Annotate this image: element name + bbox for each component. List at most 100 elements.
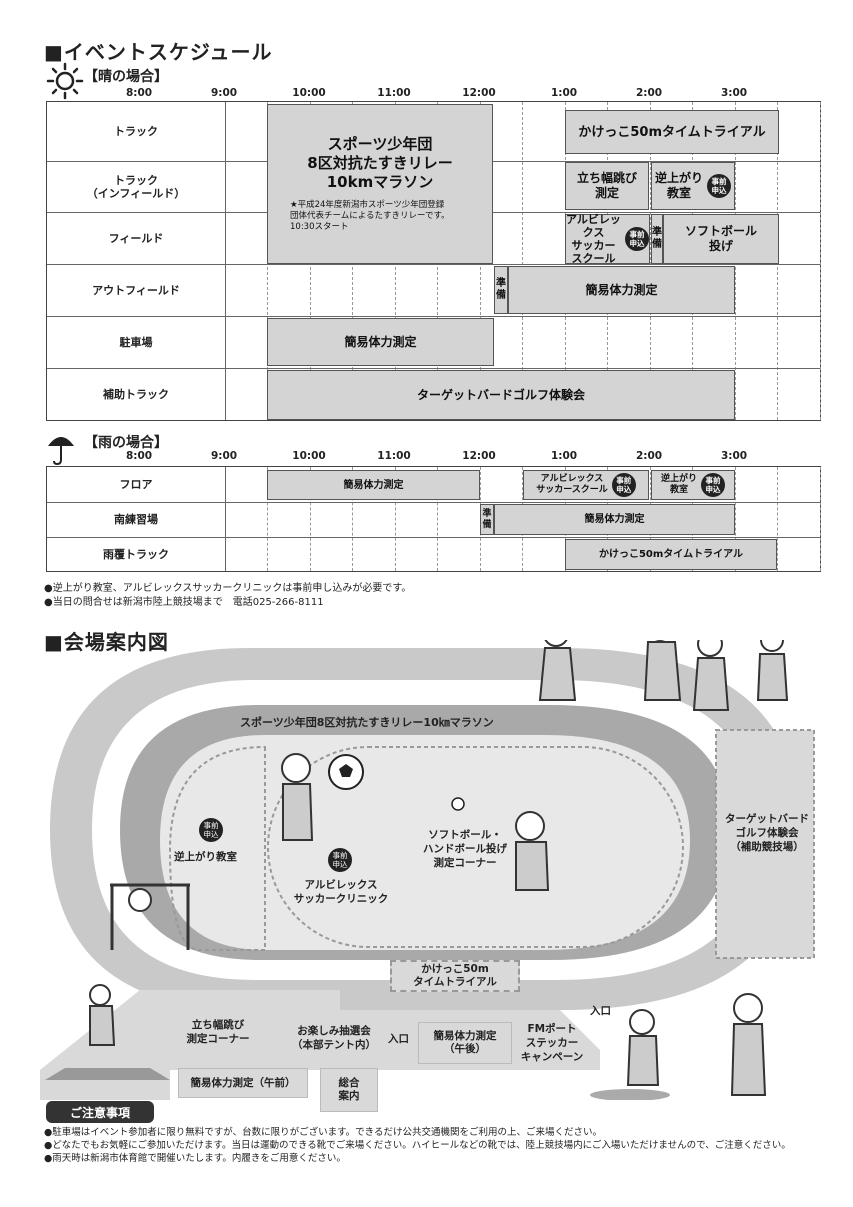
softball-measure-label: ソフトボール・ ハンドボール投げ 測定コーナー (423, 829, 507, 869)
time-label: 1:00 (550, 87, 578, 99)
time-label: 12:00 (462, 87, 496, 99)
time-label: 2:00 (635, 450, 663, 462)
time-label: 8:00 (125, 450, 153, 462)
time-gridline (394, 467, 396, 571)
sunny-label: 【晴の場合】 (84, 69, 168, 85)
relay-block: スポーツ少年団 8区対抗たすきリレー 10kmマラソン★平成24年度新潟市スポー… (267, 104, 493, 264)
kani-floor-block: 簡易体力測定 (267, 470, 480, 500)
rainy-schedule-grid: フロア南練習場雨覆トラック簡易体力測定アルビレックス サッカースクール事前 申込… (46, 466, 821, 572)
time-label: 10:00 (292, 87, 326, 99)
softball-block: ソフトボール 投げ (663, 214, 779, 264)
advance-registration-badge: 事前 申込 (701, 473, 725, 497)
map-heading: ■会場案内図 (44, 630, 169, 654)
target-golf-label: ターゲットバード ゴルフ体験会 （補助競技場） (725, 813, 809, 853)
albirex-block: アルビレックス サッカー スクール事前 申込 (565, 213, 650, 265)
time-label: 3:00 (720, 450, 748, 462)
kani-parking-block: 簡易体力測定 (267, 318, 494, 366)
row-label: トラック （インフィールド） (86, 173, 186, 200)
horizontal-bar-icon (110, 883, 190, 950)
relay-title: スポーツ少年団 8区対抗たすきリレー 10kmマラソン (307, 135, 453, 191)
junbi-block-text: 準 備 (652, 227, 662, 250)
time-label: 10:00 (292, 450, 326, 462)
junbi-block: 準 備 (480, 504, 494, 535)
junbi-block-text: 準 備 (496, 278, 506, 301)
row-label: フロア (119, 478, 153, 491)
time-label: 1:00 (550, 450, 578, 462)
tachihaba-map-label: 立ち幅跳び 測定コーナー (186, 1019, 250, 1045)
relay-course-label: スポーツ少年団8区対抗たすきリレー10㎞マラソン (240, 716, 494, 729)
time-gridline (649, 102, 651, 420)
runner-figures (89, 640, 789, 1096)
row-label: 補助トラック (103, 388, 169, 401)
albirex-rain-block: アルビレックス サッカースクール事前 申込 (523, 470, 649, 500)
row-divider (47, 502, 820, 503)
row-label: フィールド (108, 231, 164, 245)
softball-block-text: ソフトボール 投げ (684, 224, 757, 253)
kakekko-block: かけっこ50mタイムトライアル (565, 110, 779, 154)
schedule-note-2: ●当日の問合せは新潟市陸上競技場まで 電話025-266-8111 (44, 597, 324, 608)
entrance-label: 入口 (388, 1033, 409, 1045)
advance-registration-badge: 事前 申込 (199, 818, 223, 842)
kani-afternoon-label: 簡易体力測定 （午後） (418, 1022, 512, 1064)
kakekko-rain-block: かけっこ50mタイムトライアル (565, 539, 777, 570)
general-info-label: 総合 案内 (320, 1068, 378, 1112)
time-label: 3:00 (720, 87, 748, 99)
venue-map (40, 640, 815, 1100)
advance-registration-badge: 事前 申込 (611, 473, 636, 497)
ground-shadow (590, 1089, 670, 1100)
kani-outfield-block-text: 簡易体力測定 (585, 282, 658, 297)
time-gridline (352, 467, 353, 571)
sakaagari-rain-block-text: 逆上がり 教室 (660, 474, 697, 495)
time-gridline (777, 467, 778, 571)
kani-parking-block-text: 簡易体力測定 (344, 334, 417, 349)
row-label: 南練習場 (114, 513, 158, 526)
time-label: 12:00 (462, 450, 496, 462)
albirex-rain-block-text: アルビレックス サッカースクール (536, 474, 608, 495)
schedule-note-1: ●逆上がり教室、アルビレックスサッカークリニックは事前申し込みが必要です。 (44, 583, 412, 594)
time-gridline (267, 467, 268, 571)
tachihaba-block: 立ち幅跳び 測定 (565, 162, 649, 210)
advance-registration-badge: 事前 申込 (707, 174, 731, 198)
kani-floor-block-text: 簡易体力測定 (343, 479, 404, 491)
target-golf-block-text: ターゲットバードゴルフ体験会 (416, 387, 585, 402)
time-label: 8:00 (125, 87, 153, 99)
lottery-label: お楽しみ抽選会 （本部テント内） (292, 1025, 376, 1051)
schedule-heading: ■イベントスケジュール (44, 40, 273, 64)
sakaagari-block: 逆上がり 教室事前 申込 (651, 162, 735, 210)
caution-list: ●駐車場はイベント参加者に限り無料ですが、台数に限りがございます。できるだけ公共… (44, 1126, 791, 1165)
time-gridline (437, 467, 438, 571)
time-gridline (819, 102, 821, 420)
row-label: 雨覆トラック (103, 548, 169, 561)
infield-dashed-left (168, 745, 266, 951)
time-gridline (522, 102, 523, 420)
entrance-label: 入口 (590, 1005, 611, 1017)
caution-line: ●駐車場はイベント参加者に限り無料ですが、台数に限りがございます。できるだけ公共… (44, 1127, 602, 1138)
time-gridline (734, 467, 736, 571)
junbi-block: 準 備 (494, 266, 508, 314)
schedule-notes: ●逆上がり教室、アルビレックスサッカークリニックは事前申し込みが必要です。 ●当… (44, 582, 411, 610)
rainy-label: 【雨の場合】 (84, 435, 168, 451)
col-divider (225, 467, 226, 571)
umbrella-icon (48, 437, 74, 466)
time-label: 9:00 (210, 450, 238, 462)
albirex-clinic-label: アルビレックス サッカークリニック (293, 879, 389, 905)
fm-port-label: FMポート ステッカー キャンペーン (520, 1023, 584, 1063)
row-divider (47, 537, 820, 538)
time-label: 11:00 (377, 87, 411, 99)
time-label: 2:00 (635, 87, 663, 99)
target-area (715, 729, 815, 959)
time-gridline (309, 467, 311, 571)
kakekko-block-text: かけっこ50mタイムトライアル (578, 124, 766, 140)
junbi-block: 準 備 (651, 214, 663, 264)
sun-icon (46, 62, 84, 100)
jump-pit (45, 1068, 170, 1080)
kani-outfield-block: 簡易体力測定 (508, 266, 735, 314)
sunny-schedule-grid: トラックトラック （インフィールド）フィールドアウトフィールド駐車場補助トラック… (46, 101, 821, 421)
infield-dashed-main (267, 746, 684, 948)
kakekko-map-label: かけっこ50m タイムトライアル (390, 960, 520, 992)
row-label: トラック (114, 125, 158, 138)
time-gridline (819, 467, 821, 571)
softball (451, 797, 465, 811)
row-divider (47, 368, 820, 369)
